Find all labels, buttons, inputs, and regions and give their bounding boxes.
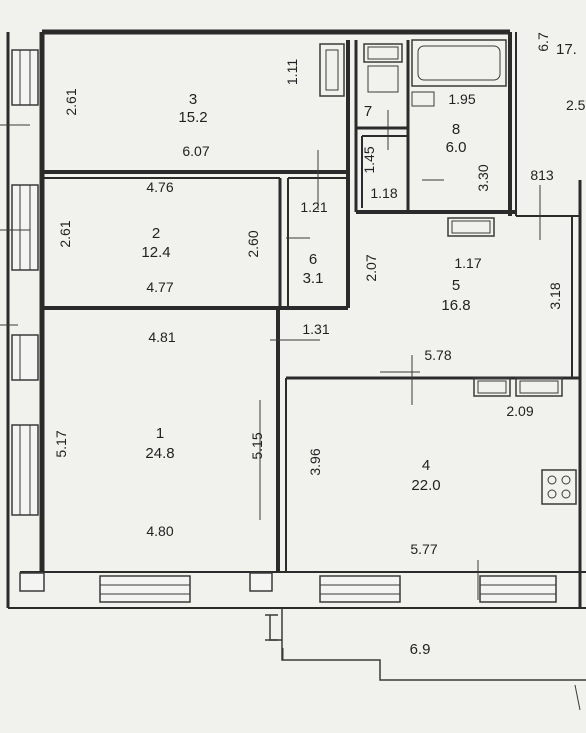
dimension-label: 2.07 bbox=[363, 254, 379, 281]
room-area: 22.0 bbox=[411, 477, 440, 494]
interior-walls bbox=[42, 40, 580, 572]
room-labels: 3 15.2 2 12.4 1 24.8 6 3.1 7 8 6.0 5 16.… bbox=[141, 41, 576, 494]
stove-icon bbox=[541, 469, 577, 505]
dimension-label: 813 bbox=[530, 167, 554, 183]
room-number: 6 bbox=[309, 251, 317, 268]
room-area: 24.8 bbox=[145, 445, 174, 462]
room-number: 7 bbox=[364, 103, 372, 120]
dimension-label: 4.77 bbox=[146, 279, 173, 295]
dimension-label: 1.17 bbox=[454, 255, 481, 271]
sink-icon bbox=[363, 43, 403, 63]
left-windows bbox=[11, 49, 39, 516]
dimension-label: 3.96 bbox=[307, 448, 323, 475]
corridor-sink-icon bbox=[447, 217, 495, 237]
dimension-label: 6.7 bbox=[535, 32, 551, 52]
room-number: 1 bbox=[156, 425, 164, 442]
dimension-label: 2.61 bbox=[63, 88, 79, 115]
dimension-label: 4.76 bbox=[146, 179, 173, 195]
room-number: 2 bbox=[152, 225, 160, 242]
room-area: 16.8 bbox=[441, 297, 470, 314]
bottom-windows bbox=[19, 572, 557, 603]
room-area: 15.2 bbox=[178, 109, 207, 126]
dimension-label: 4.80 bbox=[146, 523, 173, 539]
dimension-label: 2.09 bbox=[506, 403, 533, 419]
dimension-label: 1.45 bbox=[361, 146, 377, 173]
kitchen-sink-icon bbox=[473, 377, 511, 397]
balcony-outline bbox=[265, 608, 586, 711]
room-number: 17. bbox=[556, 41, 577, 58]
washbasin-icon bbox=[319, 43, 345, 97]
toilet-icon bbox=[367, 65, 399, 93]
dimension-label: 1.31 bbox=[302, 321, 329, 337]
washer-icon bbox=[411, 91, 435, 107]
room-area: 12.4 bbox=[141, 244, 170, 261]
room-area: 3.1 bbox=[303, 270, 324, 287]
dimension-label: 2.60 bbox=[245, 230, 261, 257]
dimension-label: 2.5 bbox=[566, 97, 586, 113]
dimension-label: 1.11 bbox=[284, 59, 300, 85]
room-number: 8 bbox=[452, 121, 460, 138]
dimension-label: 5.17 bbox=[53, 430, 69, 457]
dimension-label: 6.9 bbox=[410, 641, 431, 658]
dimension-labels: 2.61 6.07 1.11 4.76 2.61 4.77 2.60 1.21 … bbox=[53, 32, 586, 658]
dimension-label: 4.81 bbox=[148, 329, 175, 345]
dimension-label: 3.18 bbox=[547, 282, 563, 309]
bathtub-icon bbox=[411, 39, 507, 87]
room-number: 4 bbox=[422, 457, 430, 474]
dimension-label: 6.07 bbox=[182, 143, 209, 159]
dimension-label: 3.30 bbox=[475, 164, 491, 191]
fixtures bbox=[319, 39, 577, 505]
dimension-label: 1.21 bbox=[300, 199, 327, 215]
dimension-label: 5.15 bbox=[249, 432, 265, 459]
room-number: 5 bbox=[452, 277, 460, 294]
dimension-label: 2.61 bbox=[57, 220, 73, 247]
dimension-label: 1.18 bbox=[370, 185, 397, 201]
kitchen-counter-icon bbox=[515, 377, 563, 397]
outer-walls bbox=[6, 29, 586, 609]
dimension-label: 1.95 bbox=[448, 91, 475, 107]
room-area: 6.0 bbox=[446, 139, 467, 156]
dimension-label: 5.77 bbox=[410, 541, 437, 557]
dimension-ticks bbox=[0, 110, 541, 600]
room-number: 3 bbox=[189, 91, 197, 108]
dimension-label: 5.78 bbox=[424, 347, 451, 363]
